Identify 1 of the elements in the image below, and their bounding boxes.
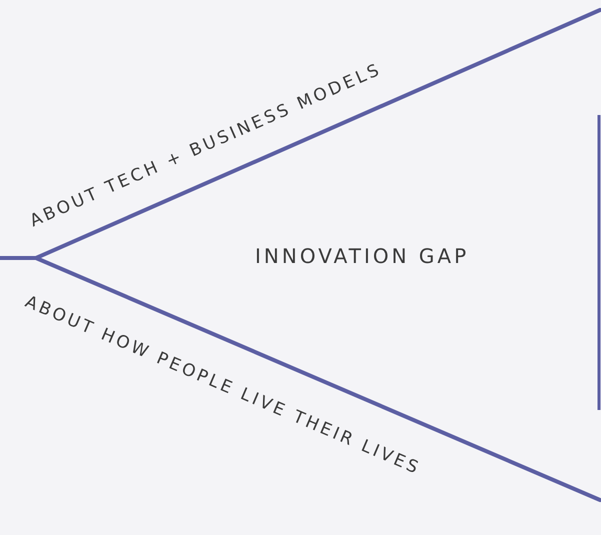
gap-heading: INNOVATION GAP: [255, 244, 470, 268]
